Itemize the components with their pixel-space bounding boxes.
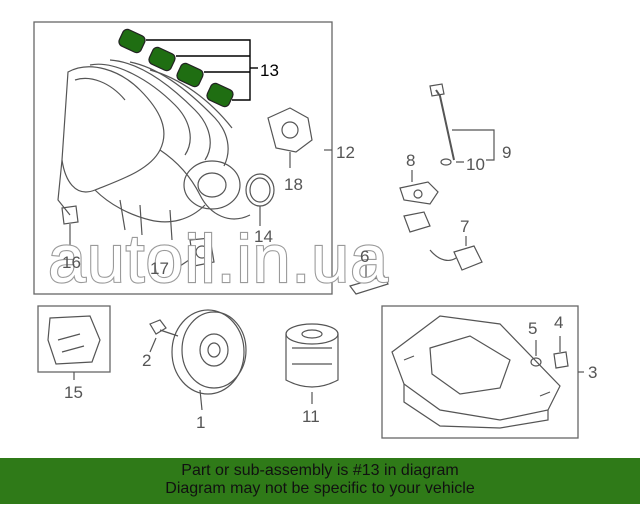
callout-12[interactable]: 12	[336, 143, 355, 162]
sensor-group	[349, 170, 483, 295]
callout-7[interactable]: 7	[460, 217, 469, 236]
callout-4[interactable]: 4	[554, 313, 563, 332]
bolt-group	[149, 319, 179, 353]
callout-17[interactable]: 17	[150, 259, 169, 278]
callout-15[interactable]: 15	[64, 383, 83, 402]
callout-14[interactable]: 14	[254, 227, 273, 246]
crank-pulley	[171, 309, 247, 411]
callout-3[interactable]: 3	[588, 363, 597, 382]
callout-10[interactable]: 10	[466, 155, 485, 174]
banner-line-1: Part or sub-assembly is #13 in diagram	[181, 462, 459, 479]
callout-11[interactable]: 11	[302, 407, 320, 426]
callout-1[interactable]: 1	[196, 413, 205, 432]
callout-16[interactable]: 16	[62, 253, 81, 272]
watermark-text: autoil.in.ua	[48, 221, 389, 297]
callout-18[interactable]: 18	[284, 175, 303, 194]
oil-filter	[285, 323, 339, 404]
intake-manifold-group	[33, 21, 333, 295]
parts-diagram: autoil.in.ua 13 12 18 14 16 17 9 10 8 7 …	[33, 21, 597, 439]
bracket-group	[37, 305, 111, 380]
callout-6[interactable]: 6	[360, 247, 369, 266]
callout-9[interactable]: 9	[502, 143, 511, 162]
info-banner: Part or sub-assembly is #13 in diagram D…	[0, 458, 640, 504]
callout-13[interactable]: 13	[260, 61, 279, 80]
callout-5[interactable]: 5	[528, 319, 537, 338]
callout-labels: 13 12 18 14 16 17 9 10 8 7 6 15 2 1 11 5…	[62, 61, 597, 432]
intake-manifold-box	[33, 21, 333, 295]
intake-gasket-13[interactable]	[117, 28, 234, 108]
callout-8[interactable]: 8	[406, 151, 415, 170]
oil-pan-group	[381, 305, 584, 439]
callout-2[interactable]: 2	[142, 351, 151, 370]
dipstick-group	[429, 83, 495, 166]
banner-line-2: Diagram may not be specific to your vehi…	[165, 480, 475, 497]
